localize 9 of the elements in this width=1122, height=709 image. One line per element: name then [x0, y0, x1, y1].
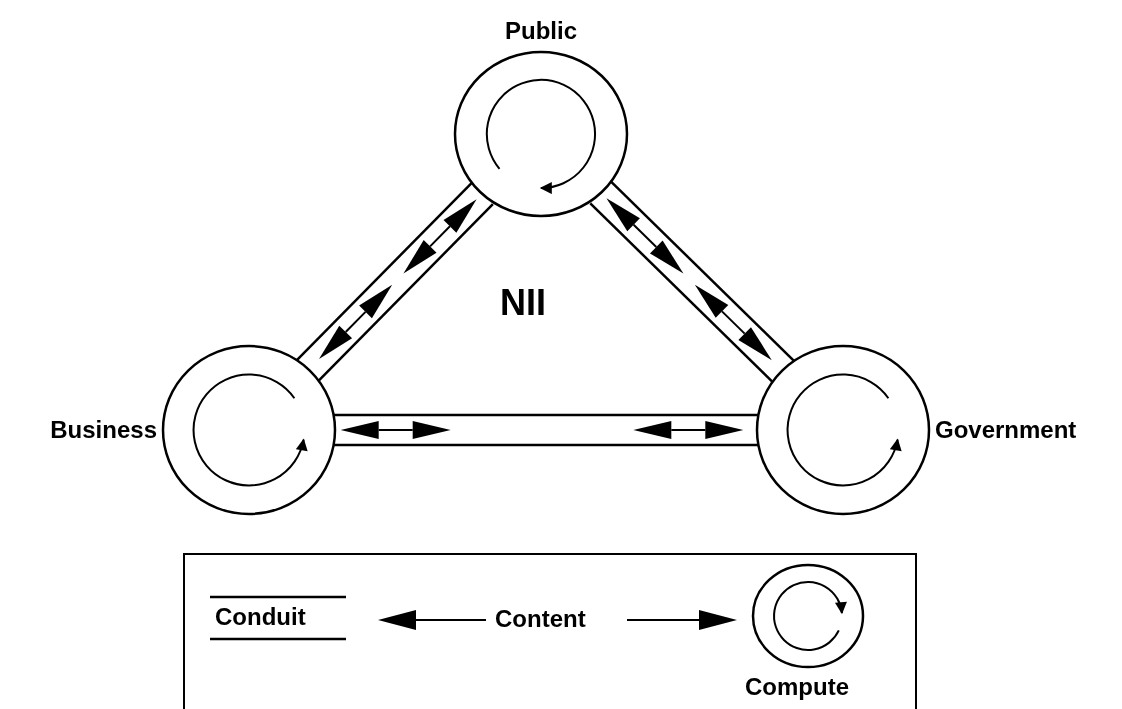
node-label: Government [935, 415, 1078, 445]
legend-text: Content [495, 605, 586, 633]
node-label: Public [505, 16, 577, 46]
center-label: NII [500, 282, 546, 324]
legend-text: Conduit [215, 603, 306, 631]
conduit [589, 181, 795, 383]
node-label: Business [49, 415, 157, 445]
conduit [296, 182, 494, 382]
legend-text: Compute [745, 673, 849, 701]
